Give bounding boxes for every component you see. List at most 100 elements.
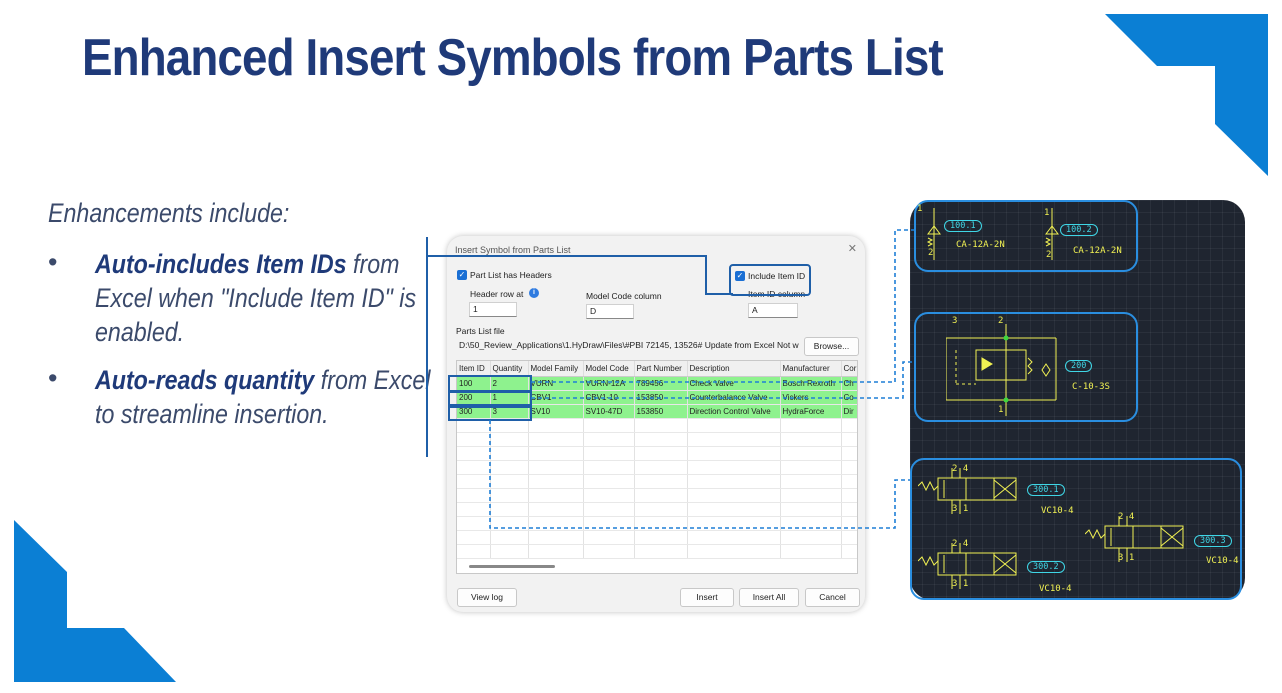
parts-list-file-input[interactable]: D:\50_Review_Applications\1.HyDraw\Files… xyxy=(459,340,799,350)
column-header[interactable]: Part Number xyxy=(634,361,688,377)
part-list-has-headers-checkbox[interactable]: ✓ xyxy=(457,270,467,280)
directional-valve-group xyxy=(910,458,1242,600)
directional-valve-symbol xyxy=(918,468,1017,514)
insert-all-label: Insert All xyxy=(752,592,786,602)
view-log-button[interactable]: View log xyxy=(457,588,517,607)
parts-list-file-label: Parts List file xyxy=(456,326,505,336)
pin-number: 3 1 xyxy=(952,504,969,514)
corner-accent-bottom-left xyxy=(14,520,176,682)
table-cell: 2 xyxy=(490,376,529,391)
check-valve-symbol xyxy=(1044,208,1059,260)
insert-label: Insert xyxy=(696,592,718,602)
pin-number: 2 xyxy=(998,316,1004,326)
include-item-id-label: Include Item ID xyxy=(748,271,806,281)
insert-all-button[interactable]: Insert All xyxy=(739,588,799,607)
info-icon[interactable]: i xyxy=(529,288,539,298)
symbol-label: C-10-3S xyxy=(1072,382,1110,392)
symbol-label: CA-12A-2N xyxy=(956,240,1005,250)
item-balloon[interactable]: 100.2 xyxy=(1060,224,1098,236)
horizontal-scrollbar[interactable] xyxy=(469,565,555,568)
table-cell: VURN-12A xyxy=(583,376,635,391)
counterbalance-valve-symbol xyxy=(946,324,1057,416)
header-row-input[interactable]: 1 xyxy=(469,302,517,317)
insert-symbol-dialog: Insert Symbol from Parts List ✕ ✓ Part L… xyxy=(447,236,865,612)
pin-number: 2 4 xyxy=(952,539,969,549)
counterbalance-valve-group xyxy=(914,312,1138,422)
item-balloon[interactable]: 100.1 xyxy=(944,220,982,232)
table-cell: 153850 xyxy=(634,390,688,405)
column-header[interactable]: Quantity xyxy=(490,361,529,377)
table-cell: Check Valve xyxy=(687,376,781,391)
table-cell: 100 xyxy=(457,376,491,391)
bullet-text: Excel when "Include Item ID" is xyxy=(95,283,417,313)
pin-number: 1 xyxy=(1044,208,1050,218)
part-list-has-headers-label: Part List has Headers xyxy=(470,270,552,280)
pin-number: 3 1 xyxy=(1118,553,1135,563)
pin-number: 2 4 xyxy=(1118,512,1135,522)
table-cell: Ch xyxy=(841,376,857,391)
model-code-column-label: Model Code column xyxy=(586,291,662,301)
table-row[interactable] xyxy=(457,516,857,531)
table-cell: Direction Control Valve xyxy=(687,404,781,419)
intro-text: Enhancements include: xyxy=(48,198,290,228)
view-log-label: View log xyxy=(471,592,503,602)
cancel-label: Cancel xyxy=(819,592,846,602)
table-cell: 3 xyxy=(490,404,529,419)
slide-title: Enhanced Insert Symbols from Parts List xyxy=(82,29,944,87)
column-header[interactable]: Description xyxy=(687,361,781,377)
include-item-id-checkbox[interactable]: ✓ xyxy=(735,271,745,281)
item-id-column-label: Item ID column xyxy=(748,289,806,299)
table-cell: Co xyxy=(841,390,857,405)
table-row[interactable] xyxy=(457,418,857,433)
browse-button[interactable]: Browse... xyxy=(804,337,859,356)
table-row[interactable] xyxy=(457,502,857,517)
pin-number: 2 xyxy=(1046,250,1052,260)
bullet-text: from xyxy=(346,249,400,279)
table-row[interactable] xyxy=(457,432,857,447)
table-row[interactable] xyxy=(457,544,857,559)
item-balloon[interactable]: 200 xyxy=(1065,360,1093,372)
directional-valve-symbol xyxy=(1085,516,1184,562)
item-balloon[interactable]: 300.2 xyxy=(1027,561,1065,573)
cancel-button[interactable]: Cancel xyxy=(805,588,860,607)
parts-grid[interactable]: Item ID Quantity Model Family Model Code… xyxy=(456,360,858,574)
close-icon[interactable]: ✕ xyxy=(847,243,857,255)
model-code-column-input[interactable]: D xyxy=(586,304,634,319)
table-row[interactable]: 100 2 VURN VURN-12A 789456 Check Valve B… xyxy=(457,376,857,391)
item-id-column-input[interactable]: A xyxy=(748,303,798,318)
grid-header-row: Item ID Quantity Model Family Model Code… xyxy=(457,361,857,377)
browse-button-label: Browse... xyxy=(813,341,850,351)
check-valve-group xyxy=(914,200,1138,272)
table-cell: VURN xyxy=(528,376,584,391)
column-header[interactable]: Model Family xyxy=(528,361,584,377)
table-row[interactable]: 300 3 SV10 SV10-47D 153850 Direction Con… xyxy=(457,404,857,419)
bullet-bold: Auto-reads quantity xyxy=(95,365,315,395)
table-row[interactable] xyxy=(457,530,857,545)
pin-number: 2 4 xyxy=(952,464,969,474)
column-header[interactable]: Item ID xyxy=(457,361,491,377)
table-row[interactable]: 200 1 CBV1 CBV1-10 153850 Counterbalance… xyxy=(457,390,857,405)
bullet-dot: • xyxy=(48,247,58,277)
item-balloon[interactable]: 300.3 xyxy=(1194,535,1232,547)
symbol-label: VC10-4 xyxy=(1206,556,1239,566)
column-header[interactable]: Model Code xyxy=(583,361,635,377)
table-cell: Dir xyxy=(841,404,857,419)
table-row[interactable] xyxy=(457,488,857,503)
header-row-label: Header row at xyxy=(470,289,524,299)
directional-valve-symbol xyxy=(918,543,1017,589)
symbol-label: CA-12A-2N xyxy=(1073,246,1122,256)
table-row[interactable] xyxy=(457,460,857,475)
table-cell: 789456 xyxy=(634,376,688,391)
pin-number: 2 xyxy=(928,248,934,258)
pin-number: 1 xyxy=(917,204,923,214)
table-row[interactable] xyxy=(457,446,857,461)
bullet-dot: • xyxy=(48,363,58,393)
table-cell: 153850 xyxy=(634,404,688,419)
table-cell: SV10 xyxy=(528,404,584,419)
table-cell: 200 xyxy=(457,390,491,405)
table-row[interactable] xyxy=(457,474,857,489)
column-header[interactable]: Manufacturer xyxy=(780,361,842,377)
item-balloon[interactable]: 300.1 xyxy=(1027,484,1065,496)
insert-button[interactable]: Insert xyxy=(680,588,734,607)
column-header[interactable]: Cor xyxy=(841,361,857,377)
